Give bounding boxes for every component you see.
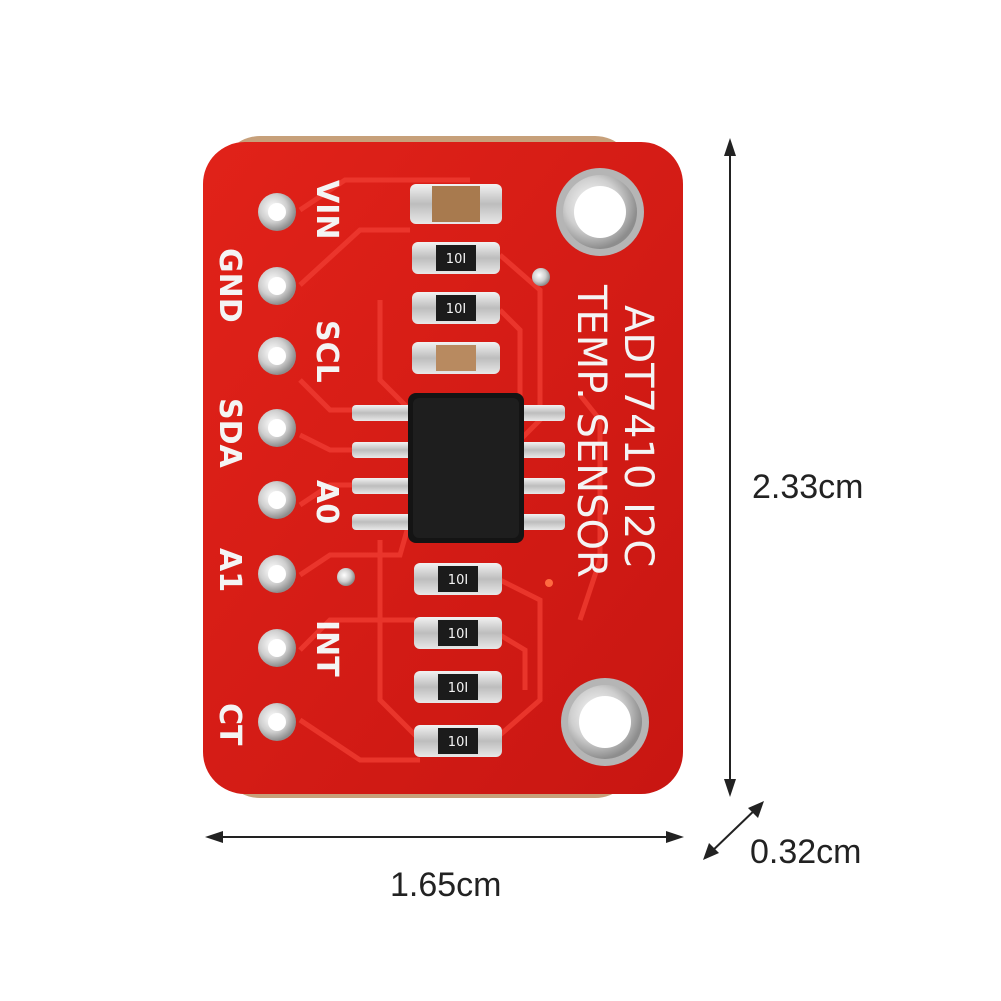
dimension-arrows	[205, 138, 764, 860]
ic-chip	[352, 393, 565, 543]
pin-label-sda: SDA	[212, 398, 247, 469]
pin-label-ct: CT	[212, 703, 247, 746]
via	[337, 568, 355, 586]
pin-label-vin: VIN	[309, 180, 344, 240]
thickness-arrow	[703, 801, 764, 860]
resistor-marking: 10I	[446, 252, 466, 267]
thickness-label: 0.32cm	[750, 833, 862, 871]
pin-label-int: INT	[309, 620, 344, 677]
mounting-hole-bottom	[561, 678, 649, 766]
pin-hole	[258, 629, 296, 667]
capacitor	[412, 342, 500, 374]
resistor-marking: 10I	[448, 627, 468, 642]
resistor-marking: 10I	[448, 681, 468, 696]
pin-hole	[258, 481, 296, 519]
board-title: ADT7410 I2C	[615, 305, 661, 567]
width-arrow	[205, 831, 684, 843]
resistor-marking: 10I	[448, 573, 468, 588]
pin-hole	[258, 337, 296, 375]
pin-label-scl: SCL	[309, 320, 344, 383]
resistor: 10I	[414, 725, 502, 757]
resistor: 10I	[414, 563, 502, 595]
resistor-marking: 10I	[448, 735, 468, 750]
via	[532, 268, 550, 286]
resistor-marking: 10I	[446, 302, 466, 317]
height-arrow	[724, 138, 736, 797]
resistor: 10I	[414, 617, 502, 649]
pin-hole	[258, 193, 296, 231]
height-label: 2.33cm	[752, 468, 864, 506]
pcb-traces	[298, 177, 603, 763]
capacitor	[410, 184, 502, 224]
pin-hole	[258, 555, 296, 593]
pin-label-a1: A1	[212, 548, 247, 592]
via	[545, 579, 553, 587]
resistor: 10I	[412, 292, 500, 324]
pin-label-a0: A0	[309, 480, 344, 524]
resistor: 10I	[412, 242, 500, 274]
pin-label-gnd: GND	[212, 248, 247, 323]
pin-hole	[258, 409, 296, 447]
resistor: 10I	[414, 671, 502, 703]
pin-header	[258, 193, 296, 741]
pin-hole	[258, 267, 296, 305]
mounting-hole-top	[556, 168, 644, 256]
pin-labels: VIN GND SCL SDA A0 A1 INT CT	[212, 180, 344, 746]
width-label: 1.65cm	[390, 866, 502, 904]
board-subtitle: TEMP. SENSOR	[568, 284, 614, 578]
pin-hole	[258, 703, 296, 741]
